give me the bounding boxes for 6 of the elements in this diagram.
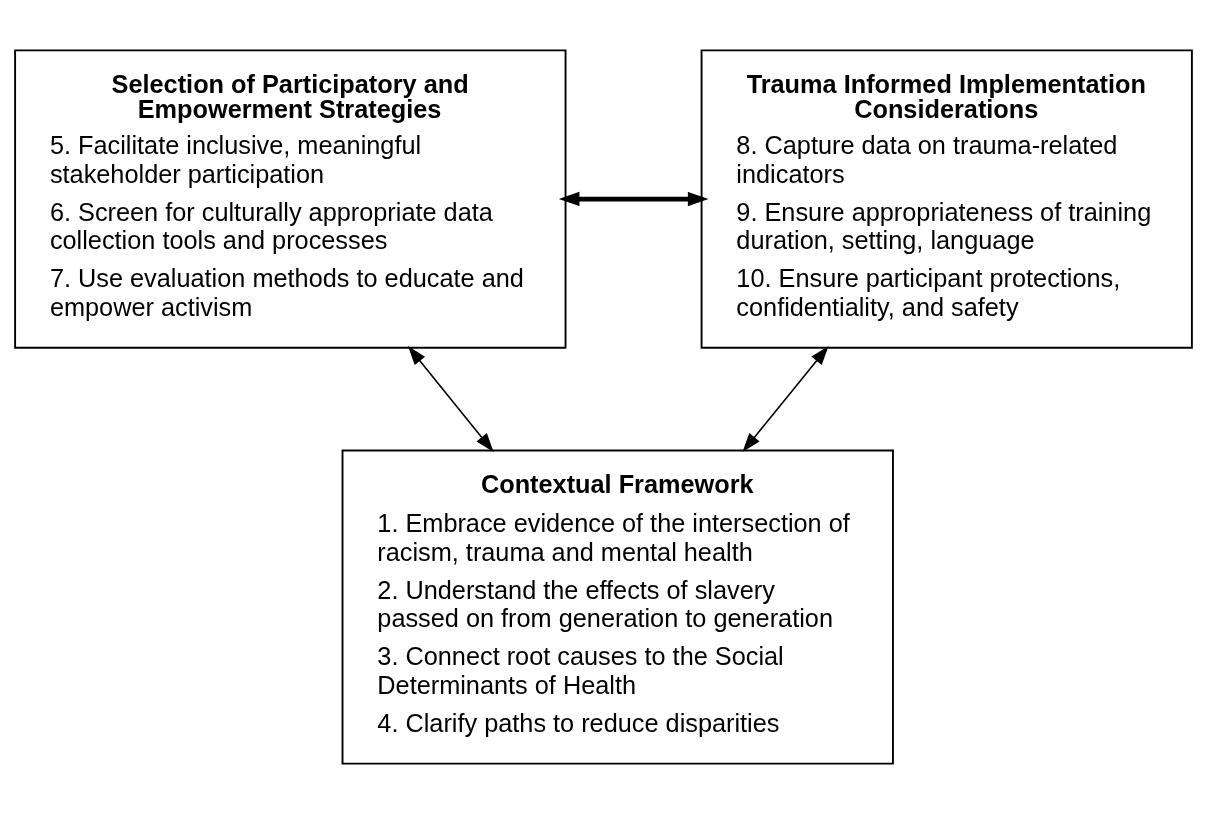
arrow: [558, 191, 709, 206]
node-box: Selection of Participatory and Empowerment Strategies 5. Facilitate inclusive, meaningful stakeholder participation 6. Screen for culturally appropriate data collection tools and processes 7. Use evaluation methods to educate and empower activism: [14, 48, 567, 349]
arrow: [407, 345, 494, 452]
node-box: Trauma Informed Implementation Considerations 8. Capture data on trauma-related indicators 9. Ensure appropriateness of training duration, setting, language 10. Ensure participant protections, confidentiality, and safety: [700, 48, 1193, 349]
arrow: [742, 345, 829, 452]
node-box: Contextual Framework 1. Embrace evidence of the intersection of racism, trauma and mental health 2. Understand the effects of slavery passed on from generation to generation 3. Connect root causes to the Social Determinants of Health 4. Clarify paths to reduce disparities: [341, 449, 894, 765]
